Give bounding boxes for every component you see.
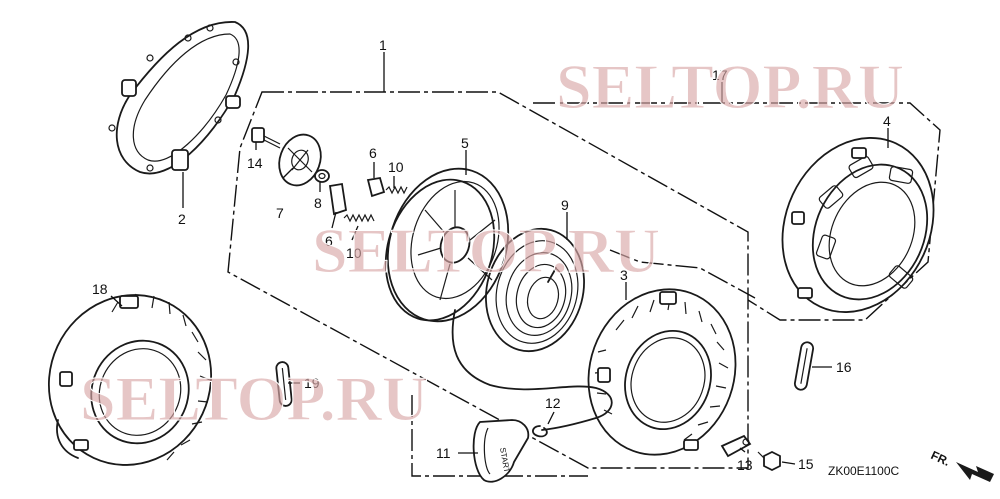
spring-lower-part-10	[343, 213, 375, 223]
direction-label: FR.	[929, 448, 952, 469]
assembly-3b-outline	[609, 249, 756, 299]
callout-12: 12	[545, 395, 561, 411]
bolt-part-15	[757, 450, 781, 472]
assembly-17-outline	[533, 102, 941, 321]
callout-6-lower: 6	[325, 233, 333, 249]
callout-14: 14	[247, 155, 263, 171]
watermark-bottom: SELTOP.RU	[80, 363, 428, 434]
ratchet-part-7	[278, 133, 322, 187]
callout-2: 2	[178, 211, 186, 227]
callout-9: 9	[561, 197, 569, 213]
front-arrow-icon	[956, 462, 994, 482]
reel-part-5	[384, 167, 510, 323]
spiral-spring-part-9	[485, 227, 585, 353]
callout-19: 19	[304, 375, 320, 391]
plate-part-16	[793, 341, 815, 391]
gasket-ring-part-2	[108, 21, 250, 175]
callout-17: 17	[712, 67, 728, 83]
callout-7: 7	[276, 205, 284, 221]
plate-part-13	[720, 434, 752, 458]
fan-cover-part-18	[47, 293, 213, 466]
leader-lines	[110, 52, 889, 465]
callout-13: 13	[737, 457, 753, 473]
starter-rope	[451, 309, 613, 431]
callout-10-upper: 10	[388, 159, 404, 175]
washer-part-8	[314, 169, 330, 183]
bolt-part-14	[251, 127, 281, 149]
callout-5: 5	[461, 135, 469, 151]
watermark-middle: SELTOP.RU	[312, 215, 660, 286]
starter-case-part-3	[587, 288, 737, 456]
spring-upper-part-10	[385, 185, 408, 195]
starter-grip-part-11: START	[472, 419, 530, 483]
rope-clip-part-12	[532, 425, 548, 438]
diagram-code: ZK00E1100C	[828, 464, 899, 478]
front-direction-indicator: FR.	[929, 448, 994, 482]
callout-4: 4	[883, 113, 891, 129]
assembly-3-outline	[411, 395, 588, 477]
callout-3: 3	[620, 267, 628, 283]
callout-11: 11	[436, 445, 451, 461]
callout-8: 8	[314, 195, 322, 211]
start-label: START	[498, 447, 511, 474]
callout-18: 18	[92, 281, 108, 297]
callout-10-lower: 10	[346, 245, 362, 261]
callout-16: 16	[836, 359, 852, 375]
callout-1: 1	[379, 37, 387, 53]
watermark-top: SELTOP.RU	[556, 51, 904, 122]
starter-cover-part-4	[781, 137, 935, 313]
callout-15: 15	[798, 456, 814, 472]
pawl-upper-part-6	[366, 176, 386, 198]
assembly-1-outline	[227, 91, 749, 469]
pawl-lower-part-6	[328, 182, 348, 216]
callout-6-upper: 6	[369, 145, 377, 161]
